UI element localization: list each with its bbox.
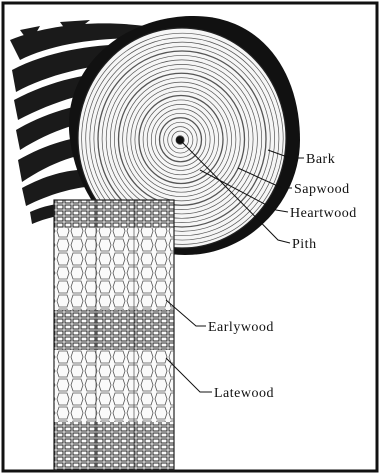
earlywood-band-2 <box>54 350 174 422</box>
latewood-label: Latewood <box>214 386 274 401</box>
latewood-band-2 <box>54 422 174 470</box>
pith-label: Pith <box>292 237 317 252</box>
wood-block <box>54 200 174 470</box>
earlywood-label: Earlywood <box>208 320 274 335</box>
sapwood-label: Sapwood <box>294 182 350 197</box>
latewood-band-1 <box>54 310 174 350</box>
earlywood-band-1 <box>54 228 174 310</box>
bark-label: Bark <box>306 152 335 167</box>
heartwood-label: Heartwood <box>290 206 357 221</box>
latewood-band-top <box>54 200 174 228</box>
